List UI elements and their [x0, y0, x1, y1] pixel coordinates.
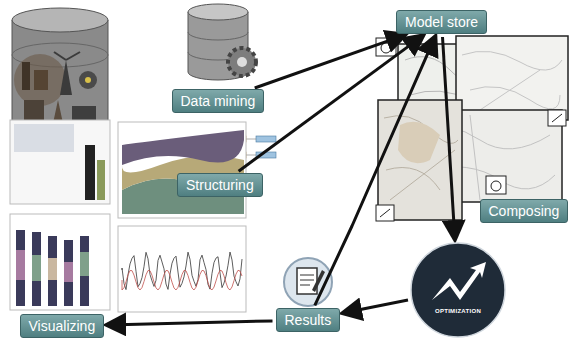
- label-box: Composing: [480, 199, 569, 223]
- flow-arrow: [255, 35, 404, 88]
- flow-arrow: [344, 300, 408, 313]
- node-text: Visualizing: [29, 317, 96, 335]
- flow-arrow: [239, 36, 422, 171]
- label-box: Data mining: [172, 89, 265, 113]
- flow-arrow: [315, 38, 435, 306]
- label-box: Model store: [396, 10, 487, 34]
- node-text: Data mining: [181, 92, 256, 110]
- map-stack: [376, 36, 568, 221]
- flow-arrow: [443, 37, 455, 238]
- label-box: Structuring: [177, 173, 263, 197]
- node-text: Composing: [489, 202, 560, 220]
- node-text: OPTIMIZATION: [410, 308, 506, 314]
- optimization-circle: OPTIMIZATION: [410, 242, 506, 338]
- label-box: Results: [276, 308, 341, 332]
- server-icon: [188, 4, 256, 80]
- node-text: Model store: [405, 13, 478, 31]
- label-box: Visualizing: [20, 314, 105, 338]
- chart-panels: [10, 120, 246, 312]
- circle-outline: [410, 242, 506, 338]
- flow-arrow: [108, 321, 272, 325]
- node-text: Results: [285, 311, 332, 329]
- node-text: Structuring: [186, 176, 254, 194]
